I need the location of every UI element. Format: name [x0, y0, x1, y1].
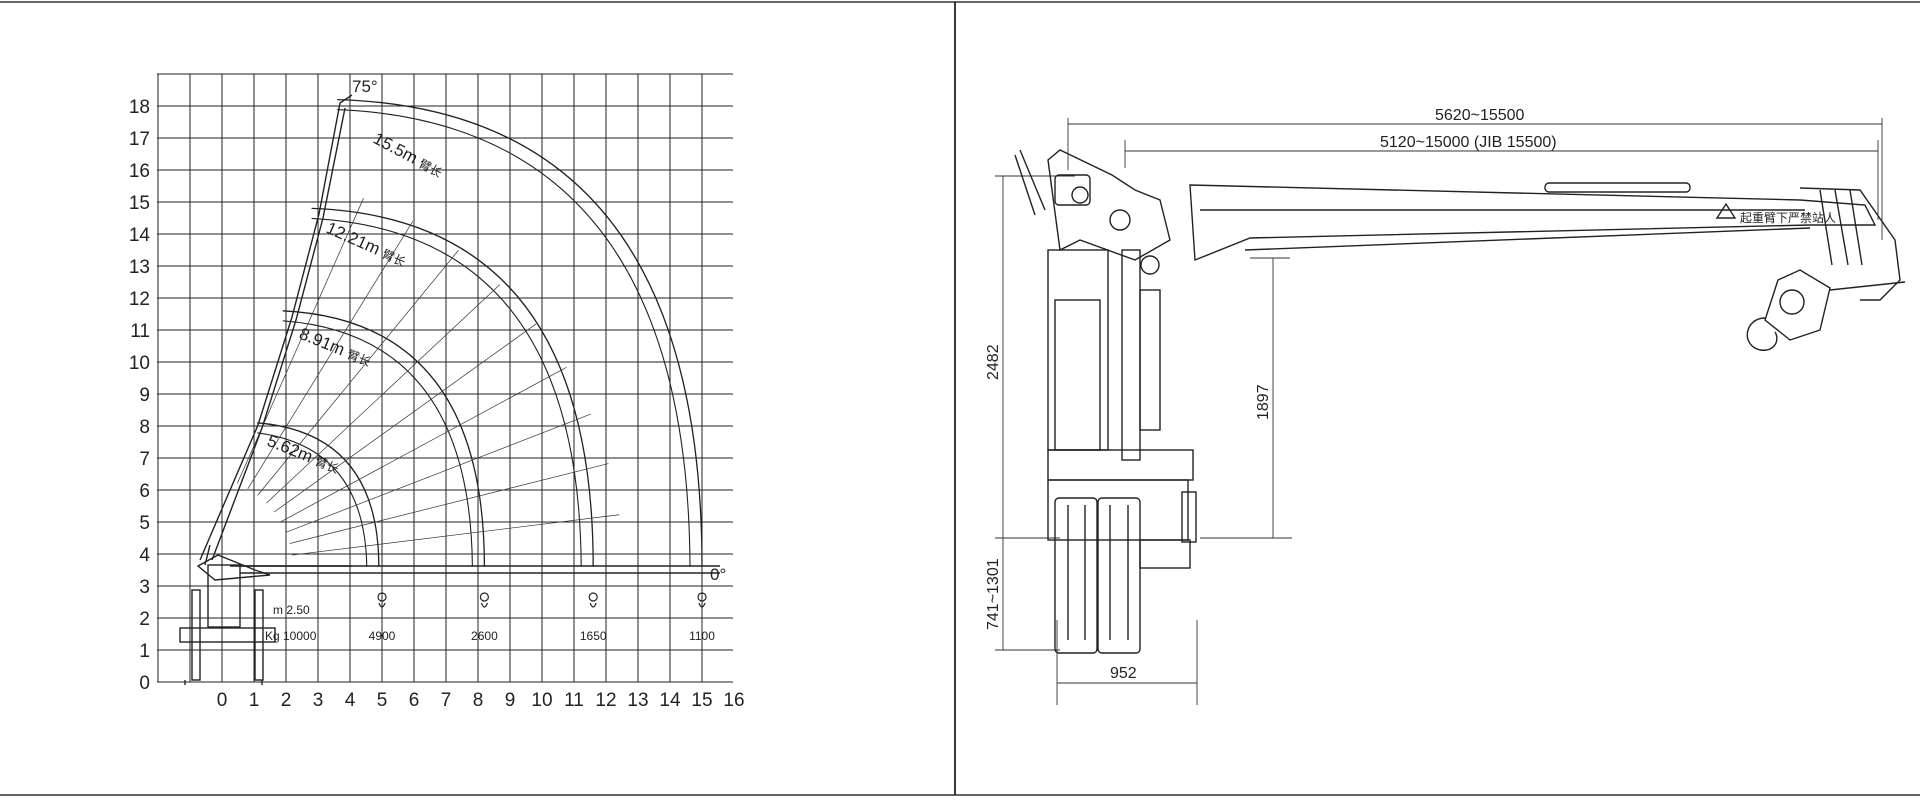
- y-tick-label: 16: [129, 161, 150, 182]
- y-tick-label: 15: [129, 193, 150, 214]
- y-tick-label: 3: [139, 577, 150, 598]
- boom-warning-text: 起重臂下严禁站人: [1740, 211, 1836, 225]
- load-kg-label: 4900: [369, 629, 396, 643]
- x-tick-label: 1: [249, 690, 260, 711]
- x-tick-label: 4: [345, 690, 356, 711]
- boom-envelope-inner: [257, 432, 368, 567]
- y-tick-label: 6: [139, 481, 150, 502]
- hook-marker-hook: [480, 602, 488, 608]
- x-tick-label: 5: [377, 690, 388, 711]
- y-tick-label: 0: [139, 673, 150, 694]
- legend-weight: Kg 10000: [265, 629, 317, 643]
- dim-leg-range: 741~1301: [985, 558, 1002, 630]
- boom-length-label: 5.62m 臂长: [265, 431, 343, 477]
- y-tick-label: 7: [139, 449, 150, 470]
- working-range-arcs: [257, 98, 703, 567]
- y-tick-label: 13: [129, 257, 150, 278]
- load-kg-label: 1100: [689, 629, 715, 643]
- hook-marker: [697, 592, 707, 602]
- x-tick-label: 11: [564, 690, 584, 711]
- legend-radius: m 2.50: [273, 603, 310, 617]
- boom-envelope-inner: [311, 217, 582, 567]
- angle-ray: [273, 323, 537, 513]
- top-dimension-lines: [1067, 118, 1883, 240]
- load-kg-label: 1650: [580, 629, 607, 643]
- boom-length-label: 12.21m 臂长: [323, 218, 409, 270]
- y-tick-label: 18: [129, 97, 150, 118]
- y-tick-label: 10: [129, 353, 150, 374]
- x-tick-label: 8: [473, 690, 484, 711]
- y-tick-label: 12: [129, 289, 150, 310]
- x-tick-label: 12: [595, 690, 616, 711]
- y-tick-label: 2: [139, 609, 150, 630]
- y-tick-label: 17: [129, 129, 150, 150]
- angle-ray: [289, 463, 609, 544]
- crane-side-view: [1014, 149, 1906, 654]
- x-tick-label: 9: [505, 690, 516, 711]
- boom-envelope-outer: [311, 207, 594, 567]
- y-tick-label: 1: [139, 641, 150, 662]
- y-tick-label: 11: [130, 321, 150, 342]
- angle-ray: [285, 413, 591, 533]
- boom-length-cn: 臂长: [345, 347, 373, 369]
- load-markers: 4900 2600 1650 1100: [369, 592, 715, 643]
- angle-ray: [280, 366, 567, 523]
- x-tick-label: 10: [531, 690, 552, 711]
- hook-marker: [588, 592, 598, 602]
- x-tick-label: 3: [313, 690, 324, 711]
- boom-length-label: 8.91m 臂长: [297, 324, 375, 370]
- x-tick-label: 7: [441, 690, 452, 711]
- hook-marker-hook: [589, 602, 597, 608]
- x-tick-label: 16: [723, 690, 744, 711]
- x-tick-label: 14: [659, 690, 681, 711]
- boom-envelope-inner: [337, 109, 691, 567]
- boom-envelope-outer: [282, 310, 486, 567]
- y-tick-label: 5: [139, 513, 150, 534]
- load-kg-label: 2600: [471, 629, 498, 643]
- dim-height: 2482: [985, 344, 1002, 380]
- dim-base-width: 952: [1110, 665, 1137, 682]
- x-tick-label: 13: [627, 690, 648, 711]
- boom-outline: [199, 94, 720, 574]
- dim-outreach-total: 5620~15500: [1435, 107, 1525, 124]
- hook-marker: [377, 592, 387, 602]
- hook-marker-hook: [698, 602, 706, 608]
- y-tick-label: 14: [129, 225, 151, 246]
- boom-length-cn: 臂长: [416, 157, 444, 181]
- dimension-drawing: 5620~15500 5120~15000 (JIB 15500) 2482 1…: [985, 107, 1906, 705]
- y-tick-label: 9: [139, 385, 150, 406]
- boom-envelope-inner: [282, 320, 473, 567]
- y-tick-label: 4: [139, 545, 150, 566]
- x-tick-label: 0: [217, 690, 228, 711]
- chart-grid: [157, 73, 733, 683]
- angle-0-label: 0°: [710, 565, 726, 584]
- dim-outreach-jib: 5120~15000 (JIB 15500): [1380, 134, 1557, 151]
- x-tick-label: 15: [691, 690, 712, 711]
- x-tick-label: 2: [281, 690, 292, 711]
- hook-marker: [479, 592, 489, 602]
- angle-ray: [291, 514, 620, 556]
- angle-ray: [266, 284, 501, 504]
- y-tick-label: 8: [139, 417, 150, 438]
- angle-rays: [236, 198, 620, 556]
- angle-ray: [257, 250, 459, 496]
- angle-ray: [247, 221, 414, 490]
- x-tick-label: 6: [409, 690, 420, 711]
- dim-hook-height: 1897: [1255, 384, 1272, 420]
- hook-marker-hook: [378, 602, 386, 608]
- angle-75-label: 75°: [352, 77, 378, 96]
- vertical-dimension-lines: [995, 175, 1292, 705]
- boom-envelope-outer: [337, 98, 703, 567]
